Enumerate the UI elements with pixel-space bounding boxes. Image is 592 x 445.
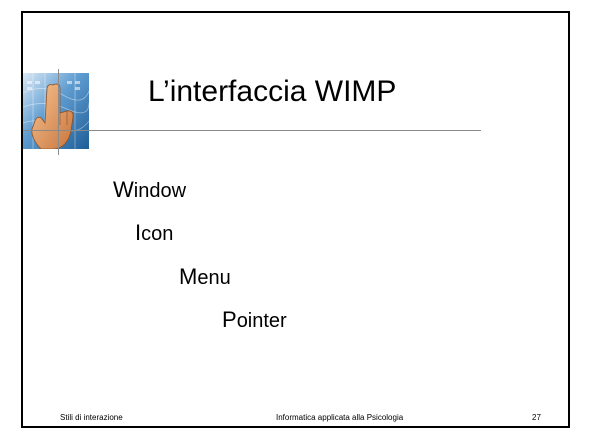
footer-course: Informatica applicata alla Psicologia: [276, 413, 404, 422]
list-item-rest: indow: [133, 180, 187, 202]
slide-title: L’interfaccia WIMP: [148, 75, 397, 108]
list-item: Pointer: [222, 307, 287, 332]
slide: L’interfaccia WIMP Window Icon Menu Poin…: [21, 11, 570, 428]
pointing-hand-icon: [23, 73, 89, 149]
list-item: Window: [113, 177, 187, 202]
slide-number: 27: [532, 413, 541, 422]
list-item-initial: W: [113, 177, 134, 202]
list-item-rest: con: [141, 223, 174, 245]
list-item-rest: ointer: [236, 310, 287, 332]
list-item-rest: enu: [197, 267, 231, 289]
title-rule-vertical: [58, 69, 59, 155]
list-item-initial: P: [222, 307, 237, 332]
list-item: Icon: [135, 220, 174, 245]
title-rule-horizontal: [23, 130, 481, 131]
list-item-initial: I: [135, 220, 142, 245]
list-item: Menu: [179, 264, 231, 289]
footer-topic: Stili di interazione: [60, 413, 123, 422]
list-item-initial: M: [179, 264, 198, 289]
